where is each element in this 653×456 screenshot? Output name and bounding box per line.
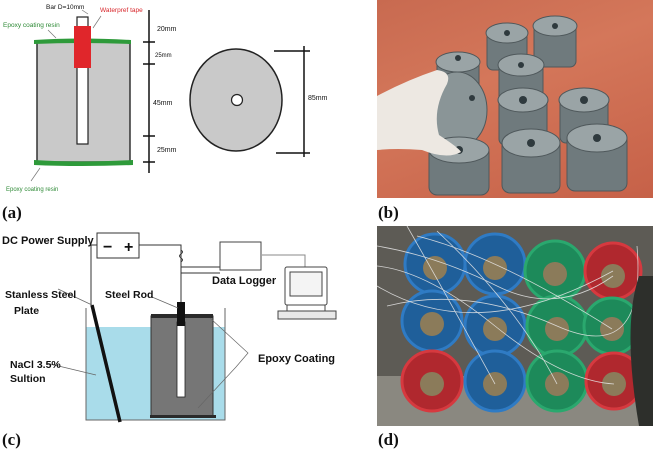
panel-a: 20mm 25mm 45mm 25mm Bar D=10mm Waterpref…	[0, 0, 360, 225]
dim-20mm: 20mm	[157, 26, 177, 33]
panel-label-c: (c)	[2, 430, 21, 449]
nacl-label-1: NaCl 3.5%	[10, 359, 61, 371]
epoxy-top-label: Epoxy coating resin	[3, 22, 60, 29]
dim-25mm-bottom: 25mm	[157, 147, 177, 154]
diameter-dimension	[274, 46, 310, 157]
waterproof-tape	[74, 26, 91, 68]
steel-rod-label: Steel Rod	[105, 289, 153, 301]
minus-sign: −	[103, 239, 112, 256]
epoxy-coating-label: Epoxy Coating	[258, 353, 335, 365]
computer-icon	[277, 266, 337, 320]
specimen-schematic: 20mm 25mm 45mm 25mm Bar D=10mm Waterpref…	[3, 4, 328, 193]
panel-label-d: (d)	[378, 430, 399, 449]
photo-d	[377, 226, 653, 426]
buckets-photo	[377, 226, 653, 426]
hand	[377, 70, 461, 156]
corrosion-setup-diagram: − + DC Power Supply Stanless S	[2, 232, 337, 423]
stainless-steel-plate	[90, 304, 122, 423]
dim-45mm: 45mm	[153, 100, 173, 107]
dc-power-label: DC Power Supply	[2, 235, 95, 247]
steel-rod-top	[177, 302, 185, 326]
dim-25mm-top: 25mm	[155, 53, 172, 59]
panel-label-b: (b)	[378, 203, 399, 222]
nacl-label-2: Sultion	[10, 373, 46, 385]
epoxy-bottom-coating	[150, 415, 216, 418]
container	[85, 308, 226, 421]
tape-label: Waterpref tape	[100, 7, 143, 14]
diameter-label: 85mm	[308, 95, 328, 102]
bar-hole	[230, 93, 244, 107]
wires	[90, 244, 306, 305]
steel-bar	[76, 16, 89, 145]
data-logger-label: Data Logger	[212, 275, 277, 287]
steel-plate-label-2: Plate	[14, 305, 39, 317]
epoxy-bottom	[34, 160, 133, 166]
panel-label-a: (a)	[2, 203, 22, 222]
epoxy-bottom-label: Epoxy coating resin	[6, 187, 58, 193]
panel-c: − + DC Power Supply Stanless S	[0, 225, 370, 451]
specimens-photo	[377, 15, 628, 196]
steel-plate-label-1: Stanless Steel	[5, 289, 76, 301]
data-logger	[219, 241, 262, 271]
plus-sign: +	[124, 239, 133, 256]
bar-label: Bar D=10mm	[46, 4, 84, 11]
steel-rod	[176, 321, 186, 398]
photo-b	[377, 0, 653, 198]
height-dimension	[143, 10, 155, 173]
